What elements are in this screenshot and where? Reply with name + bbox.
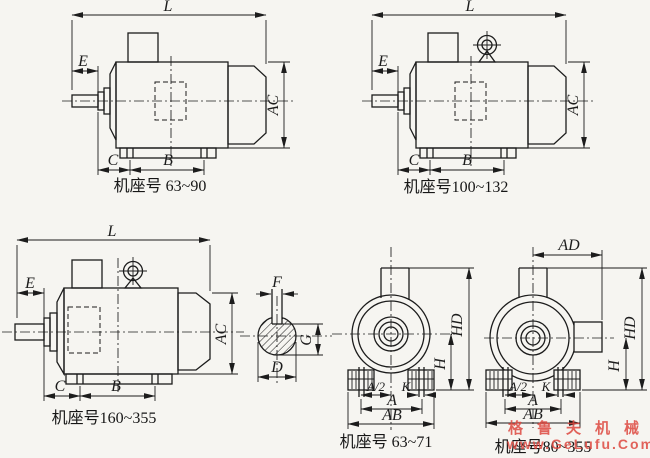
- side-view-frame-63-90: L E AC C B 机座号 63~90: [62, 0, 295, 195]
- dimension-B: B: [429, 152, 505, 175]
- dimension-L: L: [71, 0, 267, 90]
- centerlines: [332, 247, 459, 430]
- hidden-terminal-footprint: [67, 306, 101, 354]
- dimension-A-half: A/2: [360, 379, 392, 398]
- caption-frame-63-71: 机座号 63~71: [340, 433, 433, 451]
- dim-label-C: C: [108, 152, 119, 169]
- dim-label-AD: AD: [557, 237, 580, 254]
- caption-frame-63-90: 机座号 63~90: [114, 177, 207, 195]
- dim-label-B: B: [111, 378, 121, 395]
- dimension-C: C: [97, 112, 131, 175]
- dim-label-E: E: [377, 53, 388, 70]
- mounting-feet: [485, 367, 581, 397]
- dimension-D: D: [257, 342, 297, 382]
- dimension-A: A: [360, 392, 423, 414]
- dimension-C: C: [397, 112, 431, 175]
- lifting-eyebolt: [119, 257, 147, 289]
- watermark-brand-text: 格鲁夫机械: [508, 419, 650, 437]
- dim-label-L: L: [163, 0, 173, 15]
- dim-label-B: B: [163, 152, 173, 169]
- dimension-L: L: [371, 0, 567, 90]
- dim-label-A-half: A/2: [508, 379, 528, 394]
- caption-frame-160-355: 机座号160~355: [52, 409, 157, 427]
- dimension-AC: AC: [520, 61, 590, 149]
- side-view-frame-160-355: L E AC C B 机座号160~355: [2, 223, 244, 427]
- dim-label-H: H: [432, 357, 449, 371]
- dimension-K: K: [541, 379, 576, 398]
- dimension-B: B: [79, 378, 156, 401]
- dimension-H: H: [432, 333, 454, 391]
- dim-label-AC: AC: [265, 94, 282, 116]
- dimension-AB: AB: [347, 392, 435, 429]
- dimension-AD: AD: [532, 237, 603, 320]
- watermark: 格鲁夫机械 www.GeLufu.Com: [506, 419, 650, 452]
- dimension-AC: AC: [176, 292, 238, 375]
- side-terminal-box: [573, 321, 603, 353]
- hidden-terminal-footprint: [154, 81, 187, 121]
- mounting-feet: [347, 367, 435, 397]
- dimension-G: G: [277, 323, 323, 356]
- dimension-A: A: [504, 392, 562, 414]
- dim-label-C: C: [55, 378, 66, 395]
- dimension-E: E: [71, 53, 99, 92]
- dimension-AB: AB: [485, 392, 581, 428]
- dimension-K: K: [401, 379, 437, 398]
- dim-label-HD: HD: [622, 316, 639, 341]
- front-view-frame-63-71: HD H A/2 K A AB 机座号 63~71: [332, 247, 474, 451]
- dim-label-E: E: [24, 275, 35, 292]
- caption-frame-80-355: 机座号80~355: [495, 438, 592, 456]
- dim-label-D: D: [270, 359, 283, 376]
- dimension-H: H: [606, 337, 629, 391]
- centerlines: [62, 56, 295, 166]
- dim-label-AB: AB: [522, 406, 543, 423]
- dimension-B: B: [129, 152, 205, 175]
- dim-label-F: F: [271, 274, 282, 291]
- dim-label-G: G: [298, 334, 315, 346]
- side-view-frame-100-132: L E AC C B 机座号100~132: [362, 0, 595, 196]
- dimension-L: L: [16, 223, 211, 318]
- dim-label-C: C: [409, 152, 420, 169]
- caption-frame-100-132: 机座号100~132: [404, 178, 509, 196]
- dim-label-A-half: A/2: [366, 379, 386, 394]
- lifting-eyebolt: [473, 31, 501, 63]
- dimension-HD: HD: [547, 267, 647, 391]
- dim-label-K: K: [401, 379, 412, 394]
- shaft-key-section: F G D: [240, 274, 332, 384]
- dim-label-L: L: [465, 0, 475, 15]
- dimension-A-half: A/2: [504, 379, 534, 398]
- hidden-terminal-footprint: [454, 81, 487, 121]
- front-view-frame-80-355: AD HD H A/2 K A: [484, 237, 647, 456]
- dim-label-AB: AB: [381, 407, 402, 424]
- dim-label-AC: AC: [565, 94, 582, 116]
- dimension-AC: AC: [220, 61, 290, 149]
- dimension-C: C: [43, 344, 81, 401]
- dim-label-B: B: [462, 152, 472, 169]
- dimension-E: E: [371, 53, 399, 92]
- dim-label-HD: HD: [449, 313, 466, 338]
- motor-outline: [14, 259, 211, 385]
- dimension-F: F: [256, 274, 298, 297]
- dim-label-A: A: [386, 392, 397, 409]
- motor-outline: [71, 32, 267, 159]
- dim-label-H: H: [606, 359, 623, 373]
- dimension-E: E: [16, 275, 45, 320]
- dim-label-AC: AC: [213, 323, 230, 345]
- dim-label-A: A: [527, 392, 538, 409]
- centerlines: [2, 258, 244, 392]
- centerlines: [362, 56, 595, 166]
- dim-label-K: K: [541, 379, 552, 394]
- motor-outline: [371, 32, 567, 159]
- dim-label-L: L: [107, 223, 117, 240]
- watermark-url-text: www.GeLufu.Com: [506, 436, 650, 452]
- dimension-HD: HD: [409, 267, 474, 391]
- dim-label-E: E: [77, 53, 88, 70]
